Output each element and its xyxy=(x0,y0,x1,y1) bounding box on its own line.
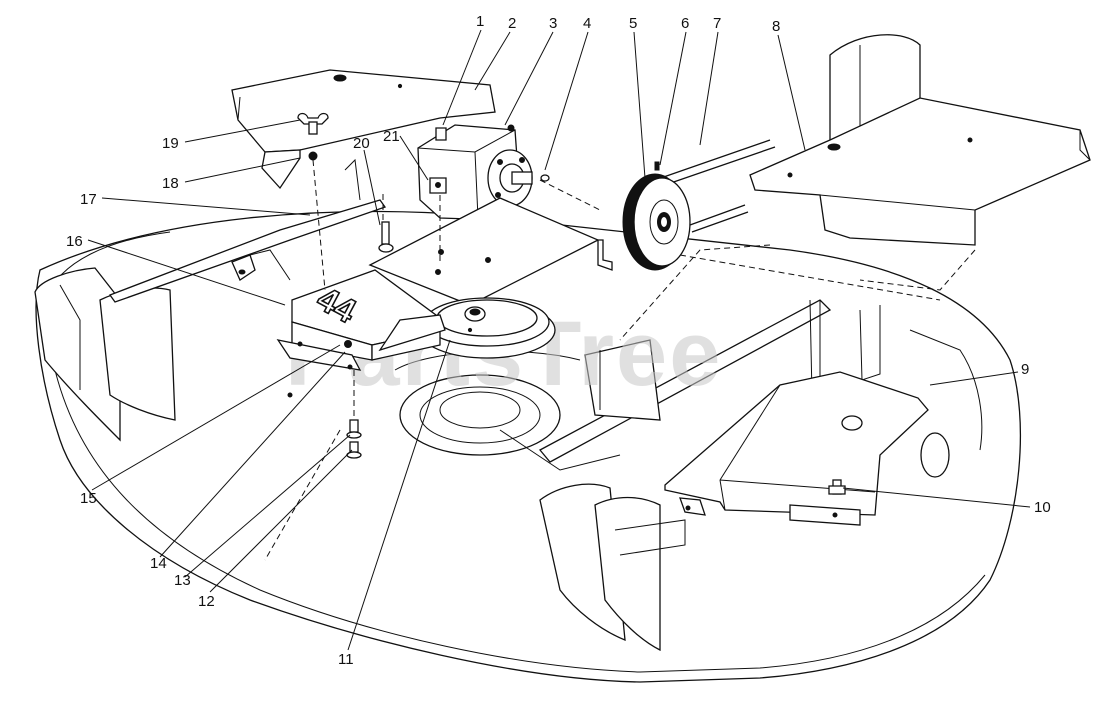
assembly-lines xyxy=(264,159,976,561)
callout-7: 7 xyxy=(713,15,721,32)
callout-6: 6 xyxy=(681,15,689,32)
callout-2: 2 xyxy=(508,15,516,32)
gearbox-mount-bracket xyxy=(368,197,613,306)
callout-15: 15 xyxy=(80,490,97,507)
callout-12: 12 xyxy=(198,593,215,610)
callout-20: 20 xyxy=(353,135,370,152)
idler-pulley xyxy=(622,161,691,271)
callout-labels: 1 2 3 4 5 6 7 8 9 10 11 12 13 14 15 16 1… xyxy=(66,13,1051,668)
callout-10: 10 xyxy=(1034,499,1051,516)
callout-14: 14 xyxy=(150,555,167,572)
carriage-bolt xyxy=(378,221,394,253)
callout-1: 1 xyxy=(476,13,484,30)
callout-9: 9 xyxy=(1021,361,1029,378)
callout-4: 4 xyxy=(583,15,591,32)
callout-19: 19 xyxy=(162,135,179,152)
callout-17: 17 xyxy=(80,191,97,208)
wing-nut xyxy=(297,112,329,135)
deck-front-rod xyxy=(108,158,387,303)
callout-16: 16 xyxy=(66,233,83,250)
baffle-bolt xyxy=(828,479,846,495)
v-belt xyxy=(654,139,776,233)
deck-id-plate: 44 xyxy=(276,269,446,371)
callout-13: 13 xyxy=(174,572,191,589)
spindle-pulley xyxy=(418,297,556,359)
leader-lines xyxy=(87,29,1031,651)
washer xyxy=(540,174,550,182)
callout-21: 21 xyxy=(383,128,400,145)
callout-11: 11 xyxy=(338,651,354,668)
callout-3: 3 xyxy=(549,15,557,32)
lower-bolt-stack xyxy=(346,419,362,459)
callout-5: 5 xyxy=(629,15,637,32)
right-belt-cover xyxy=(749,34,1091,246)
mower-deck-housing xyxy=(34,210,1022,683)
callout-18: 18 xyxy=(162,175,179,192)
callout-8: 8 xyxy=(772,18,780,35)
right-baffle-plate xyxy=(664,371,929,526)
